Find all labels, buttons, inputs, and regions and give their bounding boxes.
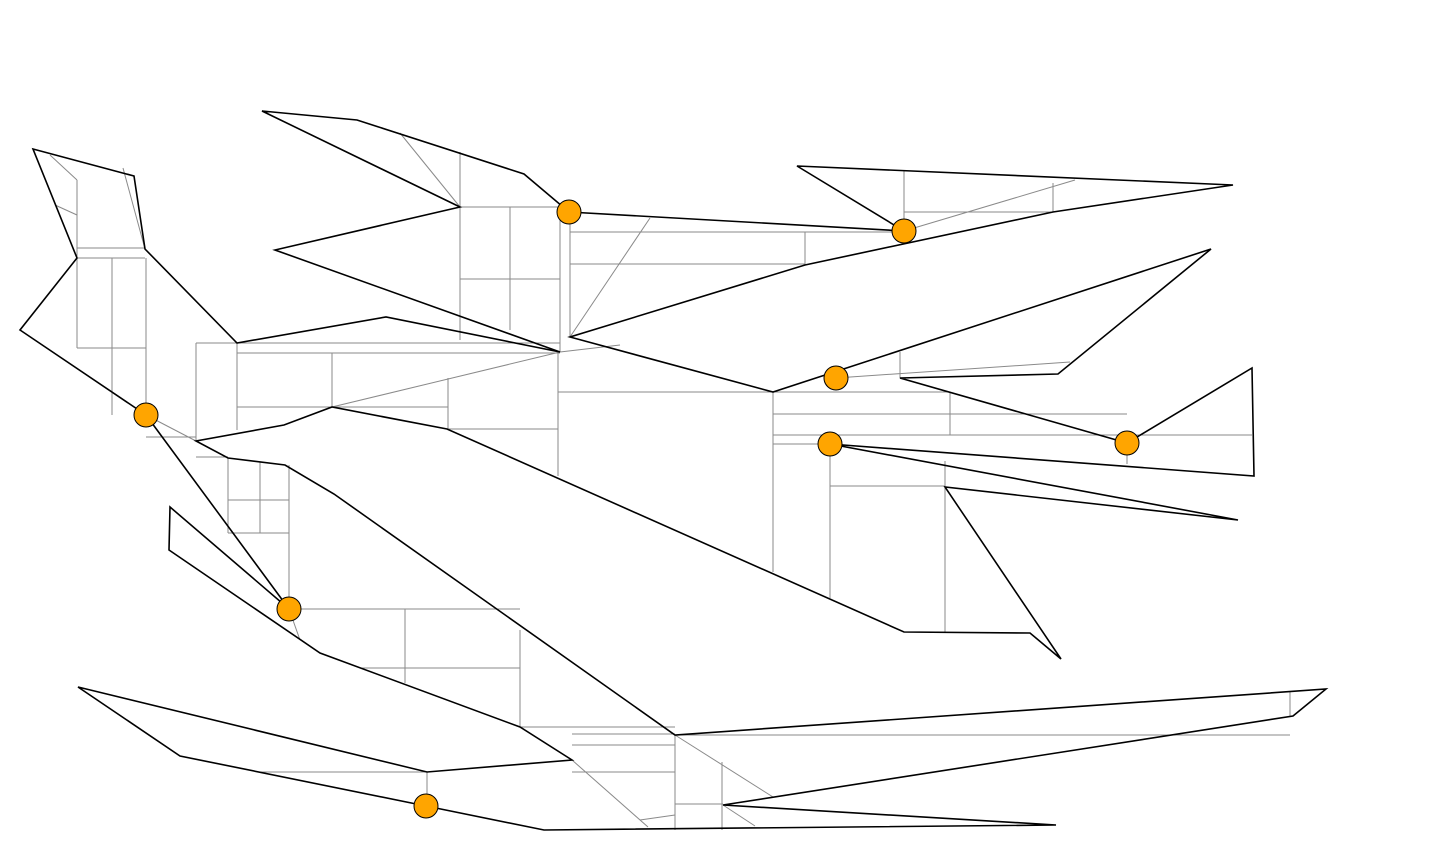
guard-point — [133, 402, 159, 428]
polygon-outline — [18, 110, 1329, 831]
guard-point — [556, 199, 582, 225]
guard-point — [891, 218, 917, 244]
guard-point — [276, 596, 302, 622]
partition-line — [903, 179, 1076, 232]
partition-line — [674, 734, 774, 798]
partition-line — [571, 759, 649, 828]
partition-lines — [49, 132, 1291, 830]
partition-line — [835, 361, 1071, 379]
partition-line — [331, 351, 561, 408]
partition-line — [399, 132, 461, 208]
partition-line — [49, 154, 78, 181]
guard-point — [823, 365, 849, 391]
guard-point — [817, 431, 843, 457]
partition-line — [722, 804, 756, 827]
partition-line — [639, 814, 676, 821]
gallery-polygon — [18, 110, 1329, 831]
partition-line — [122, 167, 146, 250]
partition-line — [54, 204, 78, 216]
partition-line — [559, 344, 621, 353]
guard-point — [1114, 430, 1140, 456]
guard-points — [133, 199, 1140, 819]
partition-line — [569, 217, 651, 338]
guard-point — [413, 793, 439, 819]
